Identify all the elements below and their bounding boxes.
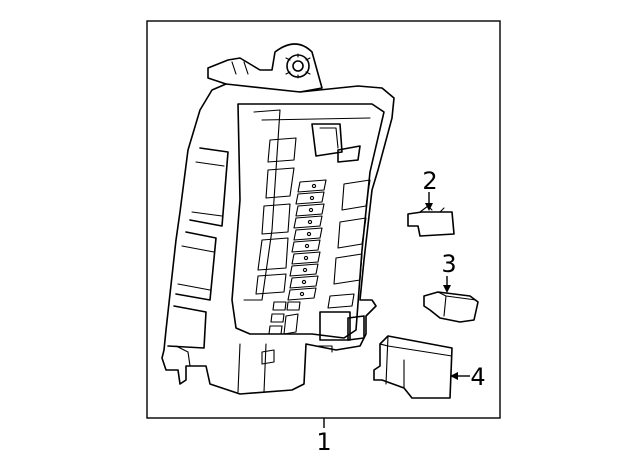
callout-3: 3 xyxy=(441,250,456,278)
fuse-box-assembly xyxy=(161,43,395,395)
callout-4: 4 xyxy=(470,363,485,391)
leader-lines xyxy=(323,192,470,428)
relay-block-part xyxy=(373,335,453,399)
relay-part xyxy=(423,291,479,323)
fuse-slots xyxy=(287,179,327,301)
callout-1: 1 xyxy=(316,428,331,456)
small-relay-part xyxy=(407,205,455,237)
callout-2: 2 xyxy=(422,167,437,195)
